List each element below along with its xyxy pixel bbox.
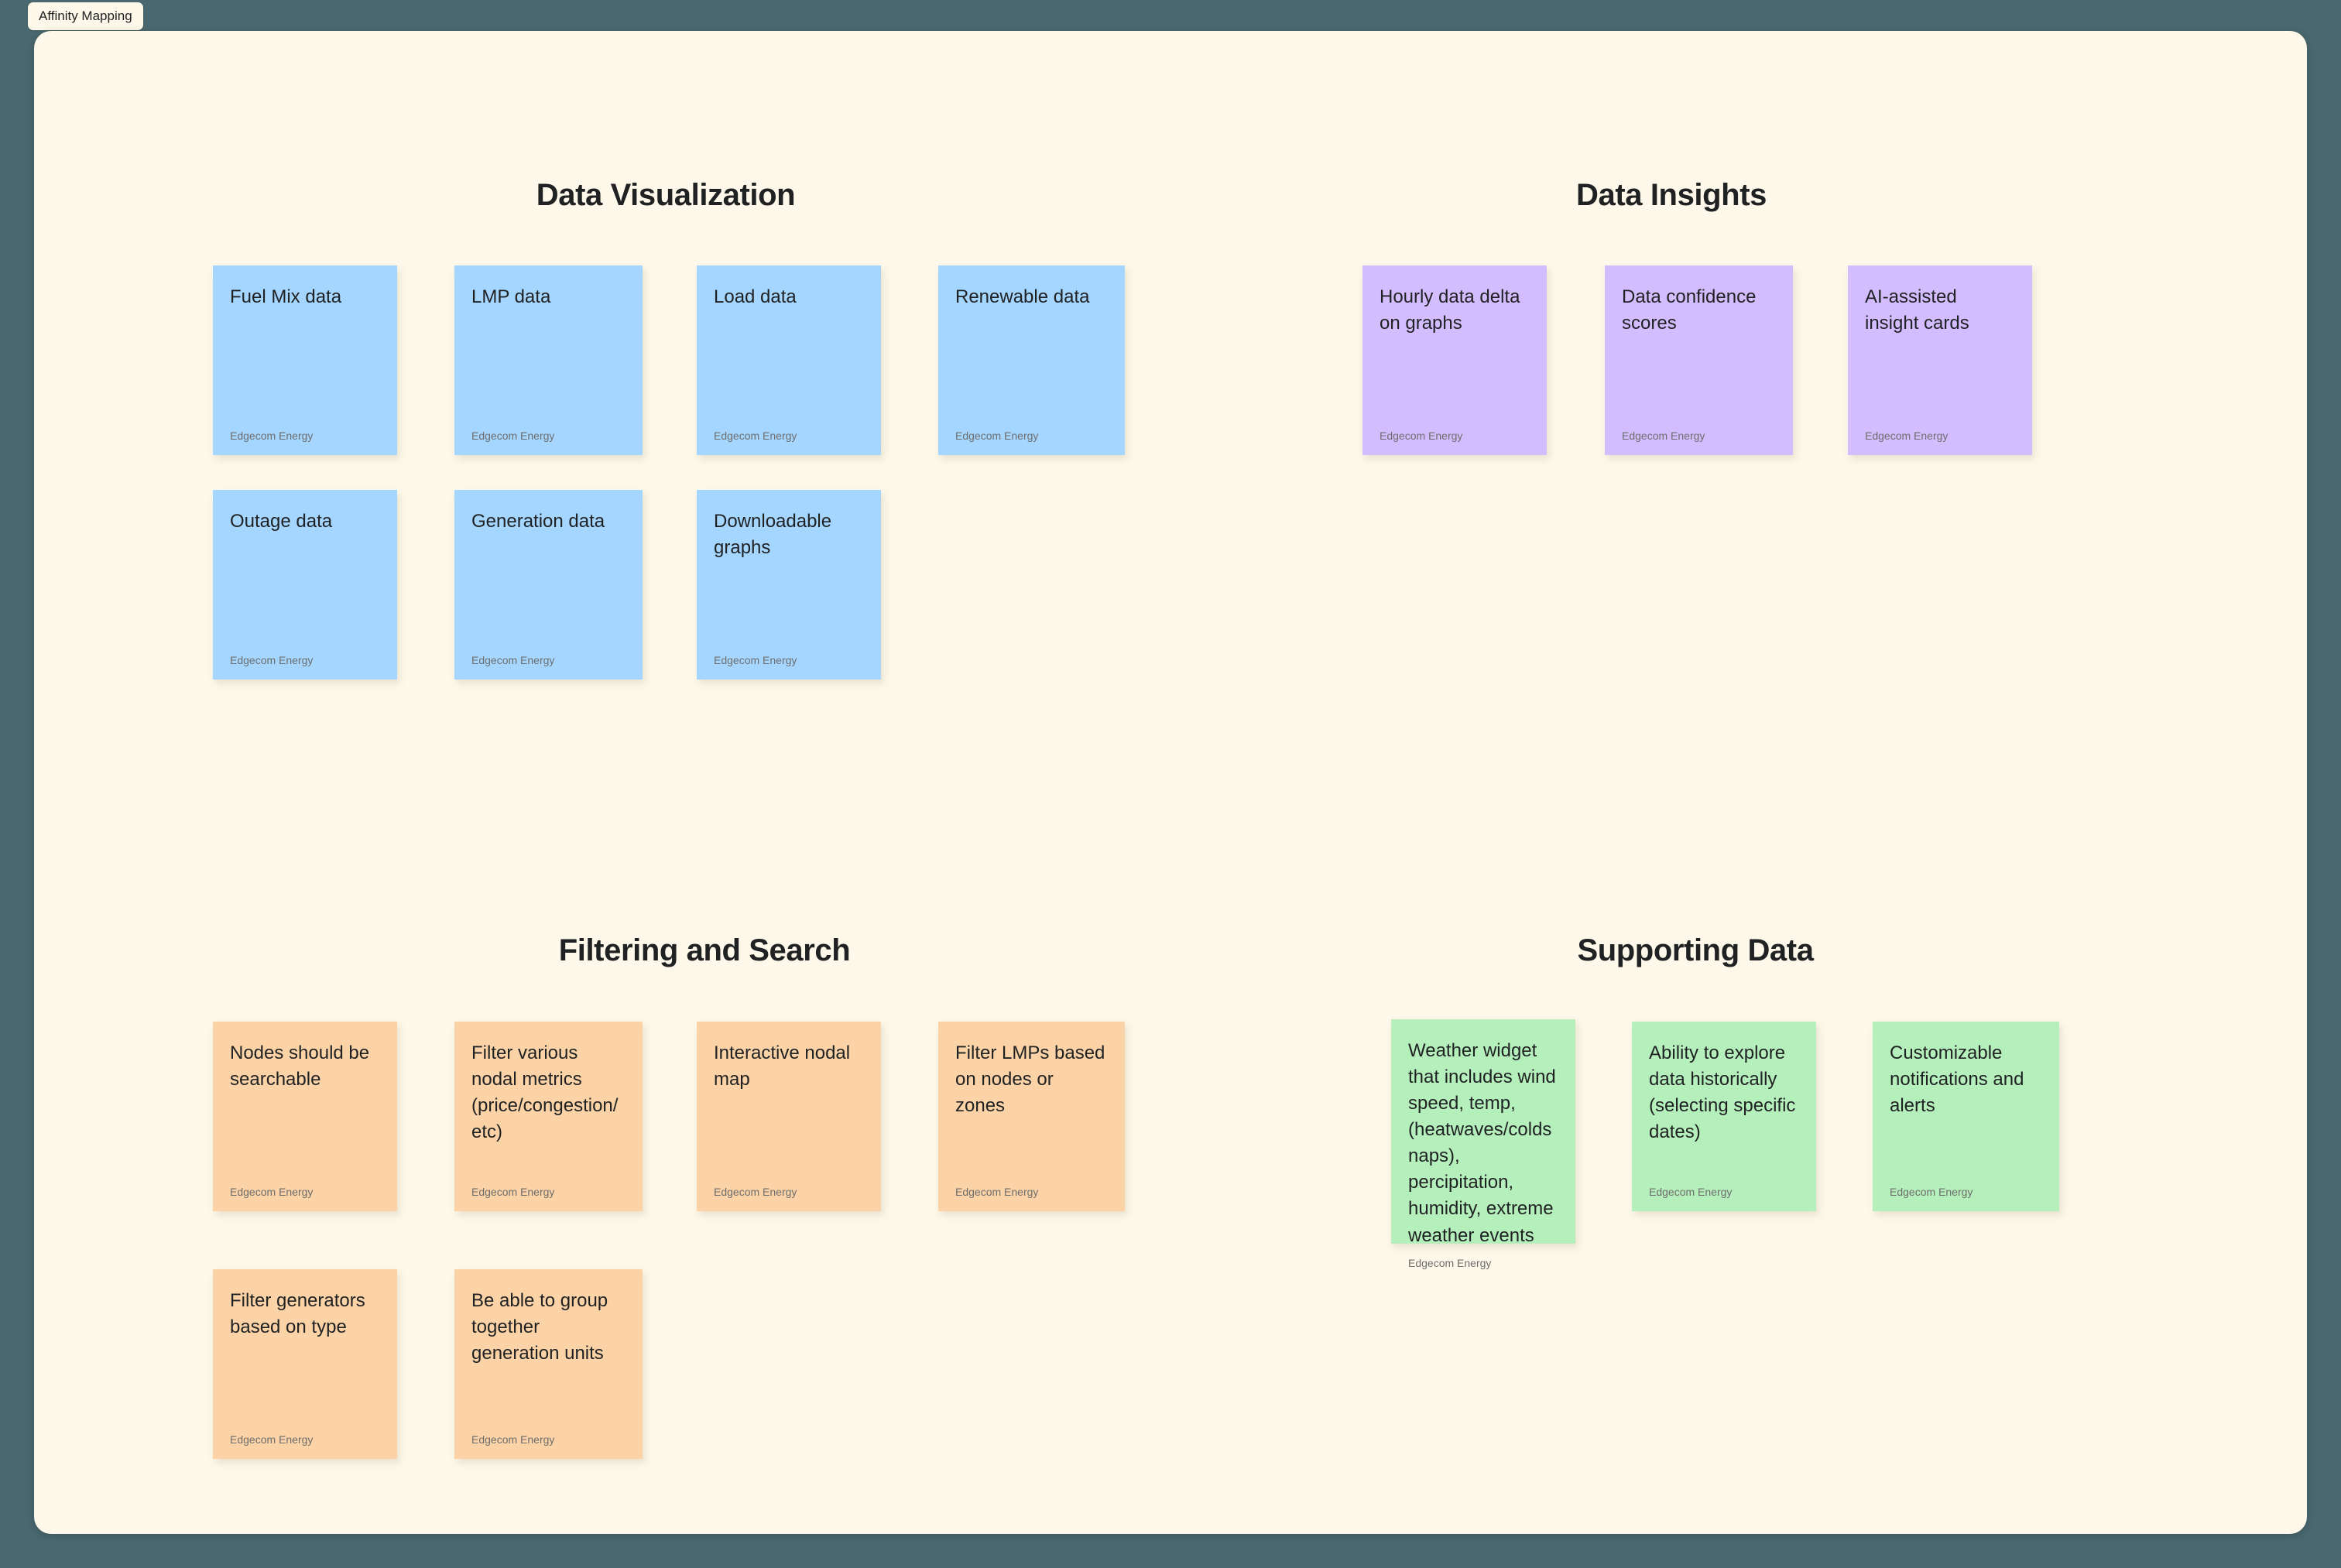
tab-affinity-mapping[interactable]: Affinity Mapping [28, 2, 143, 30]
sticky-note-author: Edgecom Energy [1408, 1256, 1492, 1269]
sticky-note-author: Edgecom Energy [230, 654, 314, 667]
sticky-note-author: Edgecom Energy [230, 430, 314, 443]
sticky-note-author: Edgecom Energy [1380, 430, 1463, 443]
sticky-note-text: Be able to group together generation uni… [471, 1290, 608, 1364]
sticky-note-text: Ability to explore data historically (se… [1649, 1042, 1796, 1143]
sticky-note-text: Data confidence scores [1622, 286, 1757, 334]
sticky-note-text: Customizable notifications and alerts [1890, 1042, 2024, 1117]
sticky-note-text: Nodes should be searchable [230, 1042, 370, 1090]
sticky-note-author: Edgecom Energy [230, 1433, 314, 1446]
sticky-note-text: LMP data [471, 286, 551, 307]
sticky-note-author: Edgecom Energy [471, 430, 555, 443]
section-title-data-insights: Data Insights [1576, 178, 1767, 212]
section-title-filtering-and-search: Filtering and Search [558, 933, 851, 967]
sticky-note-author: Edgecom Energy [1649, 1186, 1733, 1199]
sticky-note-author: Edgecom Energy [714, 430, 797, 443]
sticky-note-author: Edgecom Energy [955, 430, 1039, 443]
sticky-note-text: Outage data [230, 511, 333, 532]
sticky-note-author: Edgecom Energy [471, 654, 555, 667]
sticky-note-text: Filter LMPs based on nodes or zones [955, 1042, 1105, 1117]
sticky-note-text: Fuel Mix data [230, 286, 342, 307]
section-title-data-visualization: Data Visualization [536, 178, 796, 212]
sticky-note-text: Load data [714, 286, 797, 307]
sticky-note-text: Interactive nodal map [714, 1042, 851, 1090]
sticky-note-text: Filter various nodal metrics (price/cong… [471, 1042, 619, 1143]
sticky-note-filter-various-nodal-metrics-price-congestion-et[interactable]: Filter various nodal metrics (price/cong… [454, 1022, 643, 1211]
sticky-note-text: Downloadable graphs [714, 511, 832, 559]
sticky-note-text: Hourly data delta on graphs [1380, 286, 1520, 334]
sticky-note-text: Renewable data [955, 286, 1090, 307]
sticky-note-author: Edgecom Energy [1890, 1186, 1973, 1199]
sticky-note-author: Edgecom Energy [1865, 430, 1949, 443]
sticky-note-author: Edgecom Energy [714, 654, 797, 667]
sticky-note-author: Edgecom Energy [1622, 430, 1705, 443]
sticky-note-author: Edgecom Energy [471, 1433, 555, 1446]
sticky-note-author: Edgecom Energy [714, 1186, 797, 1199]
section-title-supporting-data: Supporting Data [1577, 933, 1814, 967]
sticky-note-text: AI-assisted insight cards [1865, 286, 1969, 334]
sticky-note-be-able-to-group-together-generation-units[interactable]: Be able to group together generation uni… [454, 1269, 643, 1459]
sticky-note-text: Weather widget that includes wind speed,… [1408, 1040, 1556, 1246]
sticky-note-author: Edgecom Energy [955, 1186, 1039, 1199]
tab-bar: Affinity Mapping [0, 0, 2341, 31]
sticky-note-weather-widget-that-includes-wind-speed-temp-hea[interactable]: Weather widget that includes wind speed,… [1391, 1019, 1575, 1269]
sticky-note-ability-to-explore-data-historically-selecting-s[interactable]: Ability to explore data historically (se… [1632, 1022, 1816, 1211]
sticky-note-text: Generation data [471, 511, 605, 532]
sticky-note-text: Filter generators based on type [230, 1290, 365, 1338]
sticky-note-author: Edgecom Energy [230, 1186, 314, 1199]
sticky-note-author: Edgecom Energy [471, 1186, 555, 1199]
